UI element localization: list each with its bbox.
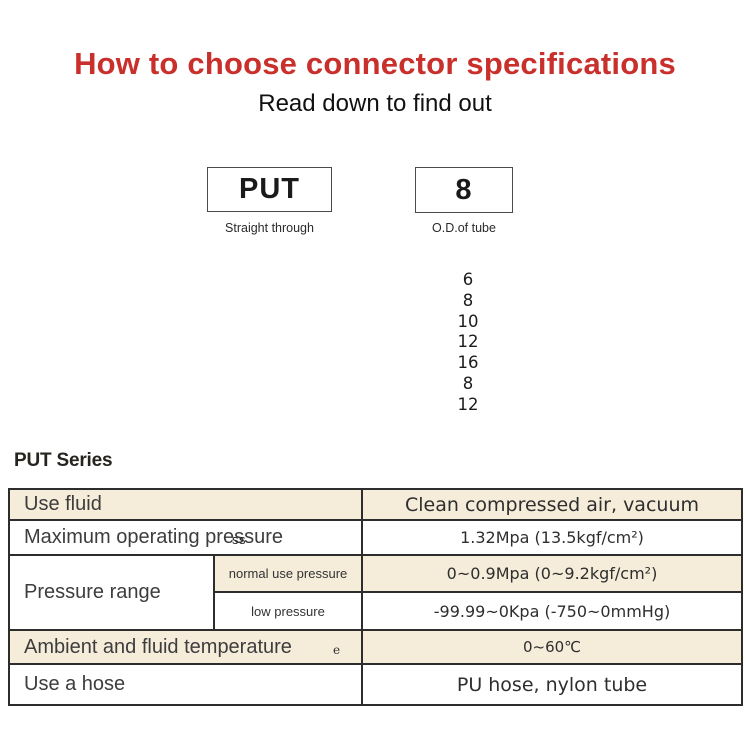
max-pressure-value: 1.32Mpa (13.5kgf/cm²) (363, 521, 741, 556)
text-artifact-ss: ss (232, 532, 246, 547)
ambient-temp-value: 0~60℃ (363, 631, 741, 665)
tube-size-option: 8 (462, 290, 474, 310)
tube-size-option: 12 (457, 332, 479, 352)
spec-table: Use fluid Clean compressed air, vacuum M… (8, 488, 743, 706)
text-artifact-e: e (333, 643, 341, 657)
model-prefix-box: PUT (207, 167, 332, 212)
page-title: How to choose connector specifications (74, 46, 676, 81)
hose-label: Use a hose (10, 665, 363, 704)
model-prefix-code: PUT (239, 173, 300, 205)
tube-size-list: 6 8 10 12 16 8 12 (428, 270, 508, 416)
tube-size-option: 12 (457, 394, 479, 414)
hose-value: PU hose, nylon tube (456, 673, 648, 696)
model-size-box: 8 (415, 167, 513, 213)
normal-pressure-value: 0~0.9Mpa (0~9.2kgf/cm²) (363, 556, 741, 593)
model-size-caption: O.D.of tube (432, 221, 496, 235)
ambient-temp-label: Ambient and fluid temperature e (10, 631, 363, 665)
tube-size-option: 10 (457, 311, 479, 331)
tube-size-option: 16 (457, 353, 479, 373)
max-pressure-label: Maximum operating pressure ss (10, 521, 363, 556)
low-pressure-value: -99.99~0Kpa (-750~0mmHg) (363, 593, 741, 631)
use-fluid-value: Clean compressed air, vacuum (363, 490, 741, 521)
normal-pressure-label: normal use pressure (215, 556, 363, 593)
model-prefix-caption: Straight through (225, 221, 314, 235)
pressure-range-label: Pressure range (10, 556, 215, 631)
use-fluid-label: Use fluid (10, 490, 363, 521)
tube-size-option: 6 (462, 270, 474, 289)
tube-size-option: 8 (462, 373, 474, 393)
model-size-code: 8 (455, 173, 473, 206)
page-subtitle: Read down to find out (258, 90, 492, 117)
low-pressure-label: low pressure (215, 593, 363, 631)
series-heading: PUT Series (14, 450, 113, 471)
